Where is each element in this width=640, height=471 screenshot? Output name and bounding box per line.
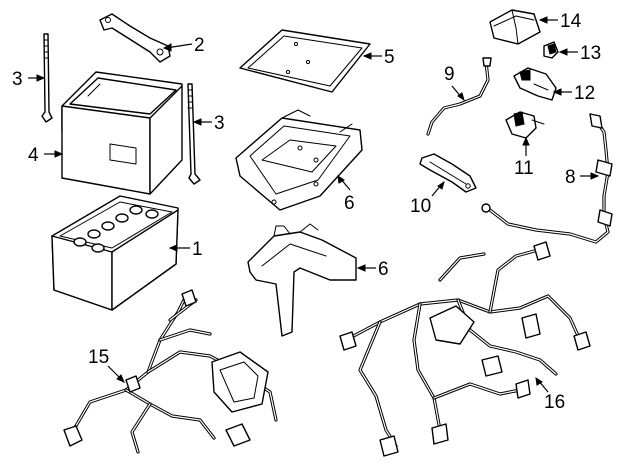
callout-label: 13 [580,43,601,64]
terminal-clamp [505,111,545,139]
callout-4: 4 [28,145,64,166]
callout-label: 1 [192,239,203,260]
positive-terminal [513,67,557,101]
callout-label: 4 [28,145,39,166]
callout-label: 3 [12,69,23,90]
callout-label: 8 [565,167,576,188]
callout-label: 10 [410,196,431,217]
callout-14: 14 [538,11,582,32]
harness-left [63,289,278,454]
callout-label: 11 [514,158,534,179]
tray-support-bracket [247,223,357,337]
harness-right [339,241,591,457]
callout-label: 2 [194,35,205,56]
callout-label: 9 [444,64,455,85]
tray-insert [239,29,371,93]
battery-cable-long [481,113,613,244]
callout-12: 12 [552,83,595,104]
hold-down-bracket [99,13,171,63]
callout-9: 9 [444,64,465,102]
callout-6: 6 [337,174,355,214]
callout-label: 3 [214,113,225,134]
callout-1: 1 [168,239,203,260]
callout-label: 14 [560,11,582,32]
battery-tray [235,109,363,211]
hold-down-rod-left [41,33,53,123]
callout-13: 13 [558,43,601,64]
battery [51,195,179,311]
callout-15: 15 [88,347,125,383]
callout-label: 6 [378,259,389,280]
battery-box [61,71,183,195]
terminal-cover [419,153,477,193]
callout-11: 11 [514,136,534,179]
callout-10: 10 [410,180,445,217]
callout-label: 16 [544,392,565,413]
callout-3-left: 3 [12,69,46,90]
callout-2: 2 [162,35,205,56]
callout-label: 12 [574,83,595,104]
callout-label: 6 [344,193,355,214]
battery-cable-short [426,57,492,136]
callout-label: 15 [88,347,109,368]
callout-7: 6 [356,259,389,280]
callout-16: 16 [535,376,565,413]
hold-down-rod-right [187,83,201,185]
callout-3-right: 3 [192,113,225,134]
battery-caps [73,205,159,253]
clip [543,41,559,59]
callout-5: 5 [362,47,395,68]
callout-8: 8 [565,167,600,188]
callout-label: 5 [384,47,395,68]
fuse-box-cover [489,9,541,45]
